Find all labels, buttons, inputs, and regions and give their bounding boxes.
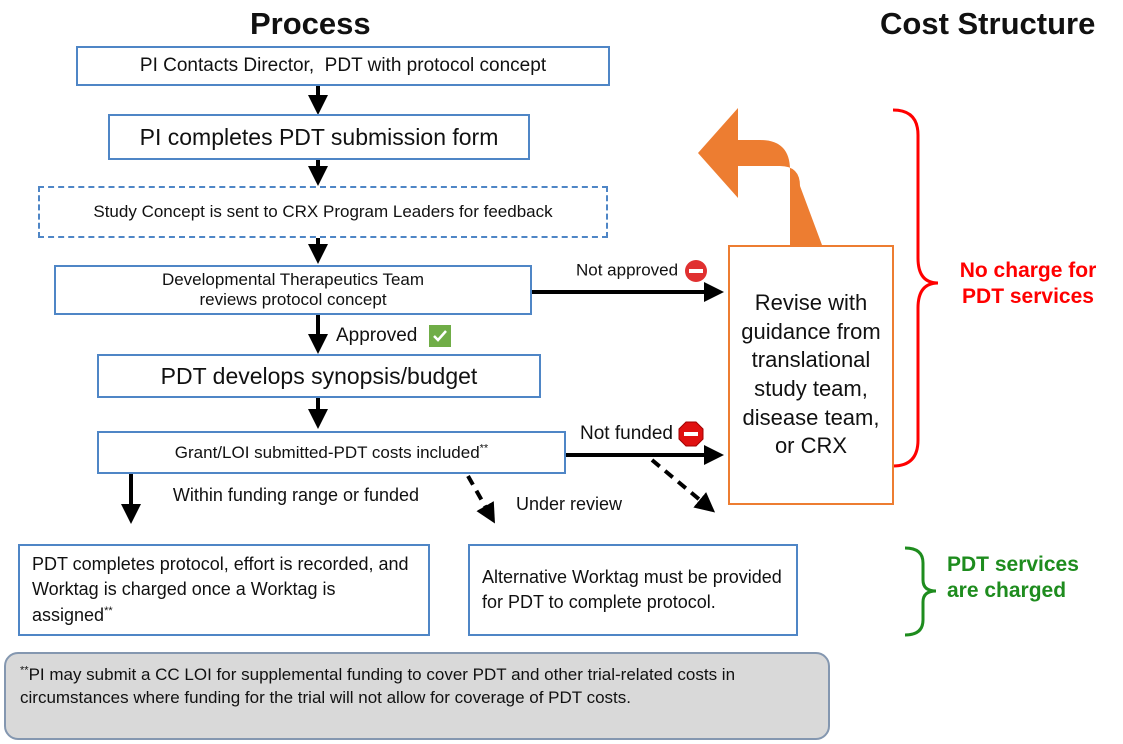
footnote-box: **PI may submit a CC LOI for supplementa…	[4, 652, 830, 740]
charged-brace	[904, 546, 937, 637]
approved-label: Approved	[336, 325, 451, 347]
no-entry-icon	[684, 260, 707, 282]
footnote-marker: **	[20, 664, 29, 677]
arrow-under-review-1	[466, 475, 495, 524]
process-heading: Process	[250, 6, 371, 41]
step-synopsis-budget-text: PDT develops synopsis/budget	[160, 362, 478, 389]
step-pdt-completes-text: PDT completes protocol, effort is record…	[32, 554, 409, 625]
step-pi-contacts-director: PI Contacts Director, PDT with protocol …	[76, 46, 610, 86]
step-revise-with-guidance: Revise with guidance from translational …	[728, 245, 894, 505]
under-review-label: Under review	[516, 494, 623, 514]
not-funded-label: Not funded	[580, 421, 704, 447]
not-approved-label: Not approved	[576, 260, 707, 282]
step-synopsis-budget: PDT develops synopsis/budget	[97, 354, 541, 398]
step-team-review-text: Developmental Therapeutics Team reviews …	[161, 270, 425, 309]
step-submission-form: PI completes PDT submission form	[108, 114, 530, 160]
feedback-big-arrow	[698, 108, 822, 245]
step-grant-loi: Grant/LOI submitted-PDT costs included**	[97, 431, 566, 474]
check-icon	[428, 325, 451, 347]
step-pdt-completes-sup: **	[104, 604, 113, 617]
step-study-concept-text: Study Concept is sent to CRX Program Lea…	[93, 202, 553, 222]
step-team-review: Developmental Therapeutics Team reviews …	[54, 265, 532, 315]
step-alternative-worktag: Alternative Worktag must be provided for…	[468, 544, 798, 636]
within-funding-label: Within funding range or funded	[172, 485, 420, 505]
step-alternative-worktag-text: Alternative Worktag must be provided for…	[482, 566, 782, 612]
step-study-concept: Study Concept is sent to CRX Program Lea…	[38, 186, 608, 238]
step-revise-with-guidance-text: Revise with guidance from translational …	[741, 290, 881, 459]
step-pdt-completes-content: PDT completes protocol, effort is record…	[32, 552, 416, 628]
not-funded-label-text: Not funded	[580, 423, 673, 445]
step-pdt-completes: PDT completes protocol, effort is record…	[18, 544, 430, 636]
charged-label: PDT services are charged	[947, 553, 1079, 603]
step-grant-loi-sup: **	[479, 442, 489, 455]
footnote-text: PI may submit a CC LOI for supplemental …	[20, 665, 736, 707]
step-grant-loi-text: Grant/LOI submitted-PDT costs included	[174, 442, 480, 462]
not-approved-label-text: Not approved	[576, 260, 679, 280]
no-charge-brace	[892, 108, 939, 468]
stop-sign-icon	[678, 421, 704, 447]
step-grant-loi-content: Grant/LOI submitted-PDT costs included**	[175, 443, 488, 463]
approved-label-text: Approved	[336, 325, 418, 347]
step-submission-form-text: PI completes PDT submission form	[139, 123, 499, 150]
no-charge-label: No charge for PDT services	[959, 259, 1097, 309]
cost-structure-heading: Cost Structure	[880, 6, 1096, 41]
step-pi-contacts-director-text: PI Contacts Director, PDT with protocol …	[139, 55, 547, 77]
arrow-under-review-2	[650, 458, 716, 513]
